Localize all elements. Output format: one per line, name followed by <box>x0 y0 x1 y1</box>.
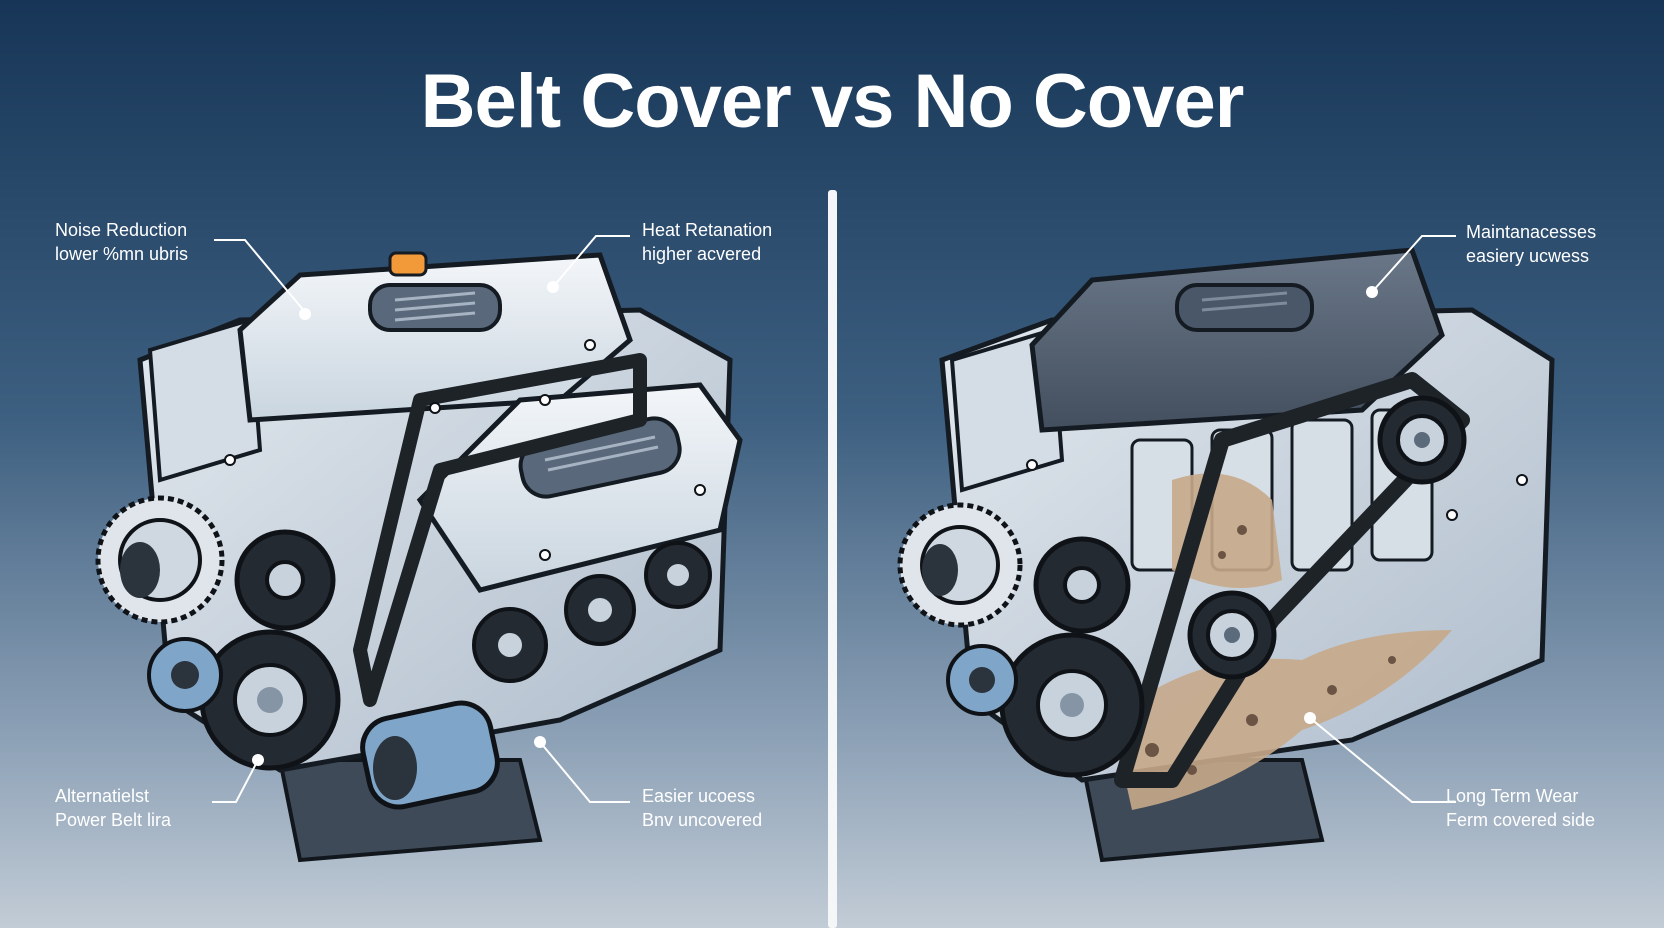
serpentine-belt <box>353 353 647 707</box>
left-panel-covered-engine: Noise Reduction lower %mn ubris Heat Ret… <box>55 218 772 863</box>
tensioner-pulley-top <box>1377 395 1467 485</box>
gear-wheel-left <box>897 502 1023 628</box>
uncovered-engine-illustration <box>897 247 1555 863</box>
starter-motor <box>360 700 500 810</box>
valve-cover-top <box>1029 247 1445 433</box>
callout-heading: Maintanacesses <box>1466 222 1597 242</box>
callout-subtext: Bnv uncovered <box>642 810 763 830</box>
callout-subtext: higher acvered <box>642 244 762 264</box>
gear-wheel-left <box>95 495 225 625</box>
callout-alternator: Alternatielst Power Belt lira <box>55 784 171 832</box>
callout-subtext: easiery ucwess <box>1466 246 1590 266</box>
alternator <box>147 637 223 713</box>
crank-pulley <box>199 629 341 771</box>
alternator <box>946 644 1018 716</box>
oil-cap <box>388 251 428 277</box>
cylinder-head-left <box>147 317 263 483</box>
callout-heading: Heat Retanation <box>642 220 773 240</box>
covered-engine-illustration <box>95 251 743 863</box>
tensioner-pulley-mid <box>1187 590 1277 680</box>
callout-heading: Easier ucoess <box>642 786 756 806</box>
callout-heading: Noise Reduction <box>55 220 188 240</box>
callout-long-term-wear: Long Term Wear Ferm covered side <box>1446 784 1595 832</box>
cam-pulley-3 <box>644 541 712 609</box>
page-title: Belt Cover vs No Cover <box>420 59 1245 144</box>
callout-subtext: Ferm covered side <box>1446 810 1596 830</box>
callout-noise-reduction: Noise Reduction lower %mn ubris <box>55 218 188 266</box>
callout-heading: Alternatielst <box>55 786 150 806</box>
center-divider <box>828 190 837 928</box>
crank-pulley <box>999 632 1145 778</box>
cam-pulley-1 <box>472 607 548 683</box>
idler-pulley <box>1033 536 1131 634</box>
callout-subtext: lower %mn ubris <box>55 244 189 264</box>
callout-subtext: Power Belt lira <box>55 810 172 830</box>
serpentine-belt <box>1114 372 1470 788</box>
cam-pulley-2 <box>564 574 636 646</box>
callout-heat-retention: Heat Retanation higher acvered <box>642 218 772 266</box>
callout-heading: Long Term Wear <box>1446 786 1579 806</box>
idler-pulley <box>234 529 336 631</box>
callout-easier-access: Easier ucoess Bnv uncovered <box>642 784 762 832</box>
right-panel-uncovered-engine: Maintanacesses easiery ucwess Long Term … <box>832 0 1664 928</box>
callout-maintenance-access: Maintanacesses easiery ucwess <box>1466 220 1596 268</box>
